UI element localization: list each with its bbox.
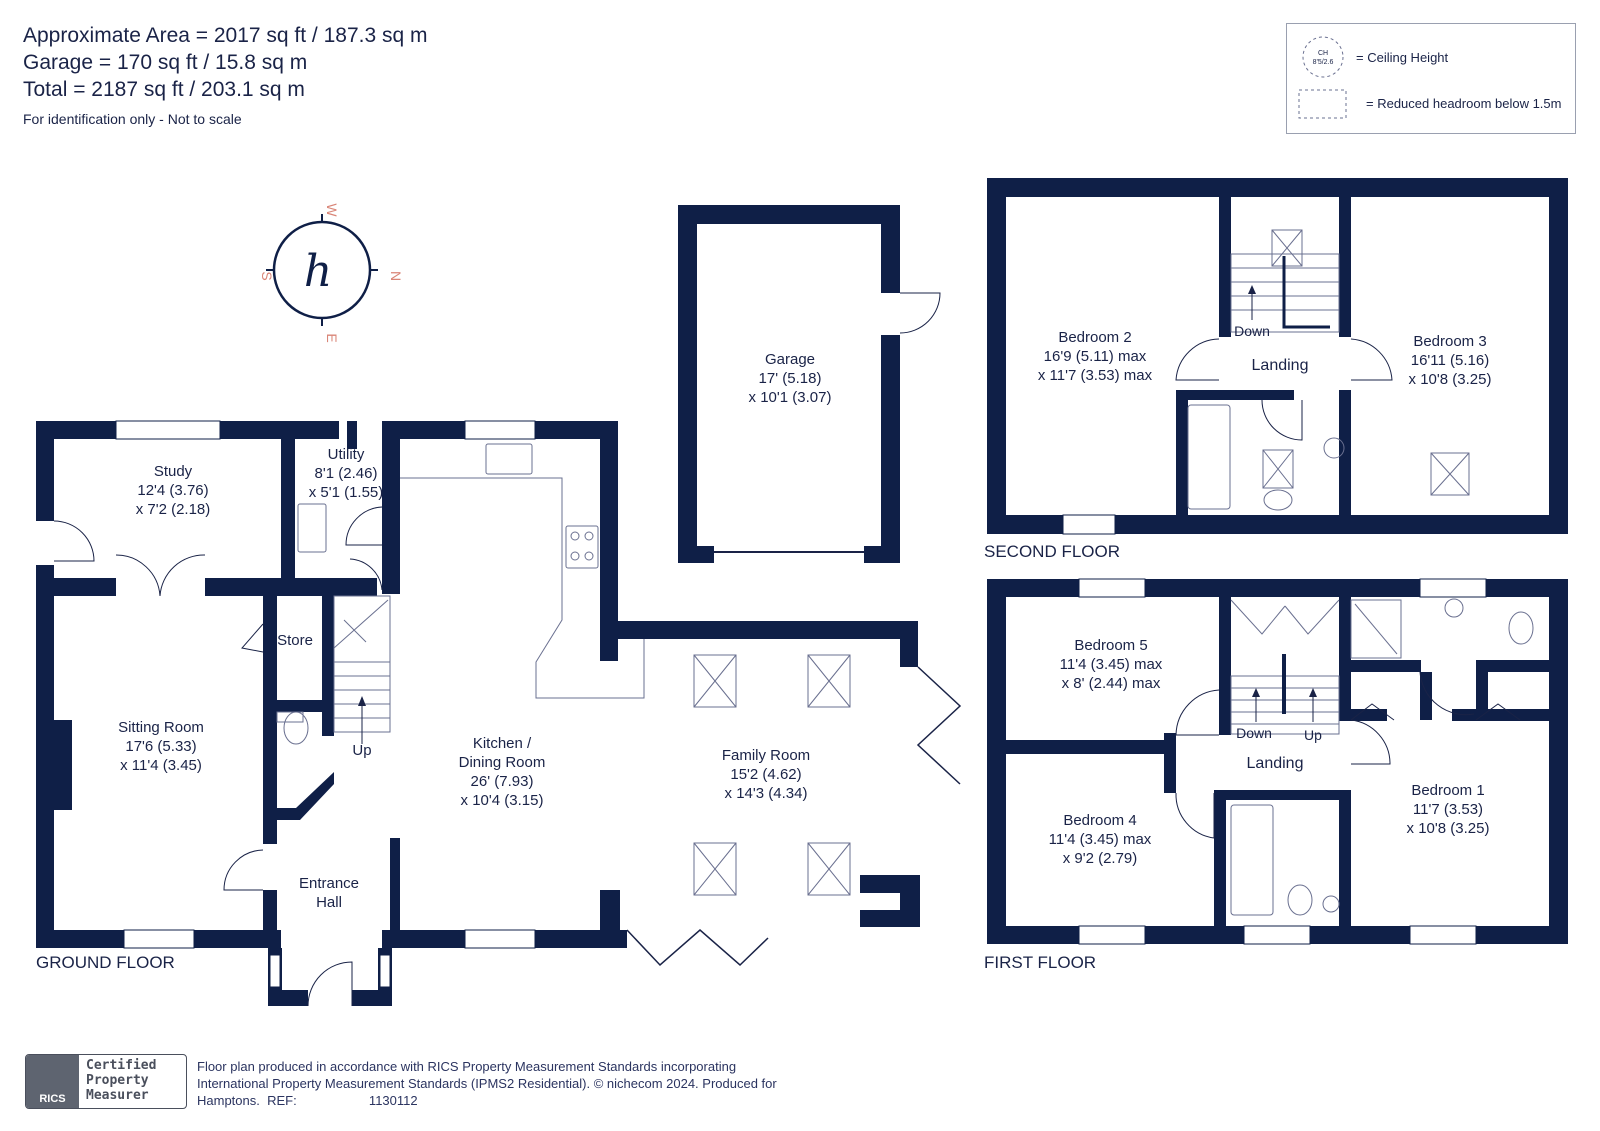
ceiling-height-label: = Ceiling Height: [1356, 50, 1449, 65]
study-dim1: 12'4 (3.76): [137, 482, 208, 499]
kitchen-name2: Dining Room: [459, 754, 546, 771]
compass-north: N: [388, 271, 404, 281]
utility-dim2: x 5'1 (1.55): [309, 484, 384, 501]
rics-line-3: Measurer: [86, 1088, 149, 1103]
bedroom3-name: Bedroom 3: [1413, 333, 1486, 350]
bedroom1-name: Bedroom 1: [1411, 782, 1484, 799]
kitchen-name1: Kitchen /: [473, 735, 532, 752]
second-floor: Down Landing Bedroom 2 16'9 (5.11) max x…: [984, 178, 1568, 561]
bedroom2-name: Bedroom 2: [1058, 329, 1131, 346]
sitting-room-name: Sitting Room: [118, 719, 204, 736]
second-landing-name: Landing: [1252, 357, 1309, 374]
utility-name: Utility: [328, 446, 365, 463]
legend-symbols: CH 8'5/2.6 = Ceiling Height = Reduced he…: [1298, 36, 1561, 119]
study-dim2: x 7'2 (2.18): [136, 501, 211, 518]
entrance-hall-name1: Entrance: [299, 875, 359, 892]
bedroom1-dim1: 11'7 (3.53): [1413, 801, 1483, 818]
rics-logo: RICS: [26, 1055, 79, 1108]
rics-logo-text: RICS: [39, 1093, 66, 1105]
bedroom5-dim1: 11'4 (3.45) max: [1060, 656, 1163, 673]
footer-line-1: Floor plan produced in accordance with R…: [197, 1059, 737, 1074]
second-floor-label: SECOND FLOOR: [984, 542, 1120, 561]
ceiling-symbol-height: 8'5/2.6: [1313, 59, 1334, 66]
store-name: Store: [277, 632, 313, 649]
compass: W N S E h: [259, 203, 404, 342]
sitting-room-dim1: 17'6 (5.33): [125, 738, 196, 755]
family-room-name: Family Room: [722, 747, 810, 764]
first-floor: Down Up Landing Bedroom 5 11'4 (3.45) ma…: [984, 578, 1568, 972]
ceiling-symbol-ch: CH: [1318, 50, 1328, 57]
not-to-scale-note: For identification only - Not to scale: [23, 111, 242, 127]
compass-west: W: [324, 203, 340, 217]
rics-line-2: Property: [86, 1073, 149, 1088]
compass-south: S: [259, 271, 275, 280]
bedroom3-dim1: 16'11 (5.16): [1411, 352, 1489, 369]
kitchen-dim1: 26' (7.93): [471, 773, 534, 790]
first-landing-name: Landing: [1247, 755, 1304, 772]
footer-line-3: Hamptons. REF: 1130112: [197, 1093, 418, 1108]
family-room-dim1: 15'2 (4.62): [730, 766, 801, 783]
garage-name: Garage: [765, 351, 815, 368]
garage: Garage 17' (5.18) x 10'1 (3.07): [678, 205, 941, 563]
family-room-dim2: x 14'3 (4.34): [725, 785, 808, 802]
garage-area-text: Garage = 170 sq ft / 15.8 sq m: [23, 51, 308, 74]
total-area-text: Total = 2187 sq ft / 203.1 sq m: [23, 78, 305, 101]
bedroom4-dim2: x 9'2 (2.79): [1063, 850, 1138, 867]
reduced-headroom-label: = Reduced headroom below 1.5m: [1366, 96, 1561, 111]
ground-stairs-up: Up: [352, 742, 371, 759]
first-stairs-up: Up: [1304, 727, 1322, 743]
first-floor-label: FIRST FLOOR: [984, 953, 1096, 972]
legend: [1286, 23, 1576, 134]
garage-dim1: 17' (5.18): [759, 370, 822, 387]
reduced-headroom-symbol: [1298, 89, 1347, 119]
compass-east: E: [324, 333, 340, 342]
garage-dim2: x 10'1 (3.07): [749, 389, 832, 406]
footer-disclaimer: Floor plan produced in accordance with R…: [197, 1058, 817, 1109]
rics-line-1: Certified: [86, 1058, 157, 1073]
utility-dim1: 8'1 (2.46): [315, 465, 378, 482]
bedroom3-dim2: x 10'8 (3.25): [1409, 371, 1492, 388]
bedroom2-dim2: x 11'7 (3.53) max: [1038, 367, 1153, 384]
bedroom1-dim2: x 10'8 (3.25): [1407, 820, 1490, 837]
compass-logo: h: [304, 246, 332, 297]
footer-line-2: International Property Measurement Stand…: [197, 1076, 777, 1091]
approximate-area-text: Approximate Area = 2017 sq ft / 187.3 sq…: [23, 24, 428, 47]
entrance-hall-name2: Hall: [316, 894, 342, 911]
rics-certified-text: Certified Property Measurer: [86, 1058, 156, 1103]
ground-floor-label: GROUND FLOOR: [36, 953, 175, 972]
second-stairs-down: Down: [1234, 323, 1270, 339]
bedroom5-dim2: x 8' (2.44) max: [1062, 675, 1161, 692]
bedroom4-name: Bedroom 4: [1063, 812, 1136, 829]
study-name: Study: [154, 463, 193, 480]
sitting-room-dim2: x 11'4 (3.45): [120, 757, 202, 774]
ground-floor: Up Study 12'4 (3.76) x 7'2 (2.18) Utilit…: [36, 420, 962, 1007]
bedroom2-dim1: 16'9 (5.11) max: [1044, 348, 1147, 365]
kitchen-dim2: x 10'4 (3.15): [461, 792, 544, 809]
rics-badge: RICS Certified Property Measurer: [25, 1054, 187, 1109]
bedroom4-dim1: 11'4 (3.45) max: [1049, 831, 1152, 848]
first-stairs-down: Down: [1236, 725, 1272, 741]
bedroom5-name: Bedroom 5: [1074, 637, 1147, 654]
